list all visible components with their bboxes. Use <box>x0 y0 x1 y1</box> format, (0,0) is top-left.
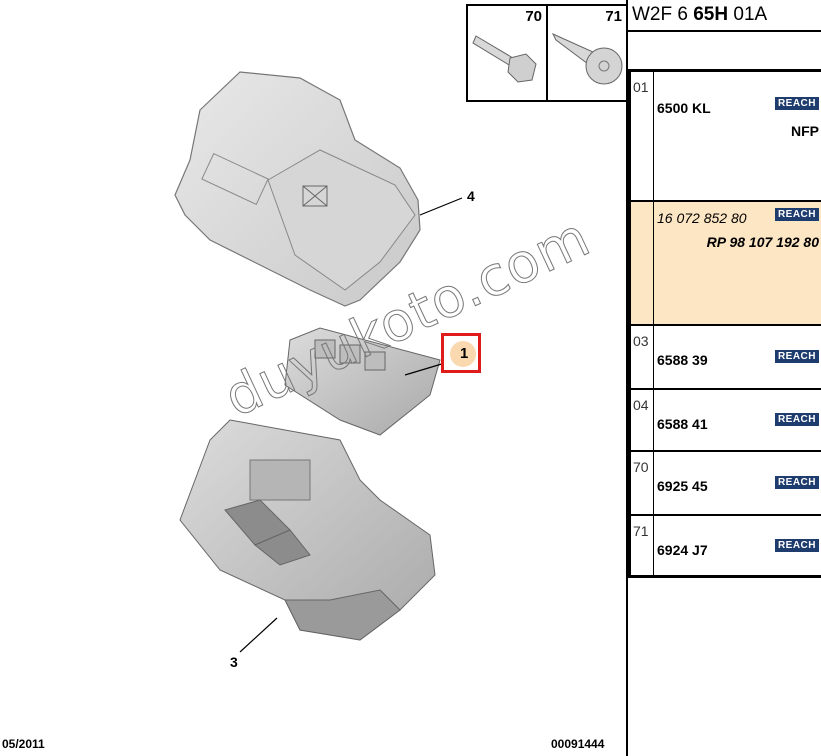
table-row[interactable]: 71 6924 J7 REACH <box>631 516 821 578</box>
diagram-code: W2F 6 65H 01A <box>628 0 821 32</box>
fuse-box-cover-illustration <box>174 71 463 653</box>
fastener-legend: 70 71 <box>466 4 628 102</box>
fastener-ref: 71 <box>605 8 622 25</box>
divider <box>626 0 628 756</box>
torx-pan-head-screw-icon <box>551 32 623 85</box>
panel-blank-row <box>628 32 821 72</box>
parts-table: 01 6500 KL REACH NFP 16 072 852 80 REACH… <box>628 72 821 578</box>
ref-number: 70 <box>633 459 649 475</box>
fastener-ref: 70 <box>525 8 542 25</box>
diagram-date: 05/2011 <box>2 737 45 751</box>
part-number: 6924 J7 <box>657 542 708 558</box>
callout-item-3[interactable]: 3 <box>230 654 238 670</box>
callout-item-4[interactable]: 4 <box>467 188 475 204</box>
ref-number: 04 <box>633 397 649 413</box>
code-prefix: W2F 6 <box>632 4 694 25</box>
part-number: 6925 45 <box>657 478 708 494</box>
table-row[interactable]: 70 6925 45 REACH <box>631 452 821 516</box>
code-bold: 65H <box>693 4 729 25</box>
callout-item-1: 1 <box>460 345 469 362</box>
reach-badge: REACH <box>774 97 819 110</box>
diagram-id: 00091444 <box>551 737 605 751</box>
reach-badge: REACH <box>774 413 819 426</box>
column-separator <box>653 72 654 200</box>
callout-marker <box>450 341 476 367</box>
exploded-parts-diagram: 70 71 4 1 3 duyukoto.com 05/2011 0009144… <box>2 4 628 751</box>
ref-number: 01 <box>633 79 649 95</box>
table-row[interactable]: 03 6588 39 REACH <box>631 326 821 390</box>
part-number: 6588 41 <box>657 416 708 432</box>
column-separator <box>653 202 654 324</box>
table-row[interactable]: 01 6500 KL REACH NFP <box>631 72 821 202</box>
part-number: 16 072 852 80 <box>657 210 747 226</box>
column-separator <box>653 326 654 388</box>
table-row[interactable]: 04 6588 41 REACH <box>631 390 821 452</box>
reach-badge: REACH <box>774 208 819 221</box>
part-number: 6588 39 <box>657 352 708 368</box>
column-separator <box>653 516 654 575</box>
ref-number: 03 <box>633 333 649 349</box>
fastener-71[interactable]: 71 <box>546 6 626 100</box>
reach-badge: REACH <box>774 539 819 552</box>
hex-flange-bolt-icon <box>472 35 537 83</box>
callout-item-1-highlighted[interactable]: 1 <box>441 333 481 373</box>
part-number: 6500 KL <box>657 100 711 116</box>
table-row-highlighted[interactable]: 16 072 852 80 REACH RP 98 107 192 80 <box>631 202 821 326</box>
reach-badge: REACH <box>774 350 819 363</box>
replacement-part-number: RP 98 107 192 80 <box>706 234 819 250</box>
code-suffix: 01A <box>728 4 768 25</box>
nfp-label: NFP <box>791 123 819 139</box>
column-separator <box>653 452 654 514</box>
column-separator <box>653 390 654 450</box>
reach-badge: REACH <box>774 476 819 489</box>
ref-number: 71 <box>633 523 649 539</box>
fastener-70[interactable]: 70 <box>468 6 546 100</box>
parts-list-panel: W2F 6 65H 01A 01 6500 KL REACH NFP 16 07… <box>628 0 821 756</box>
